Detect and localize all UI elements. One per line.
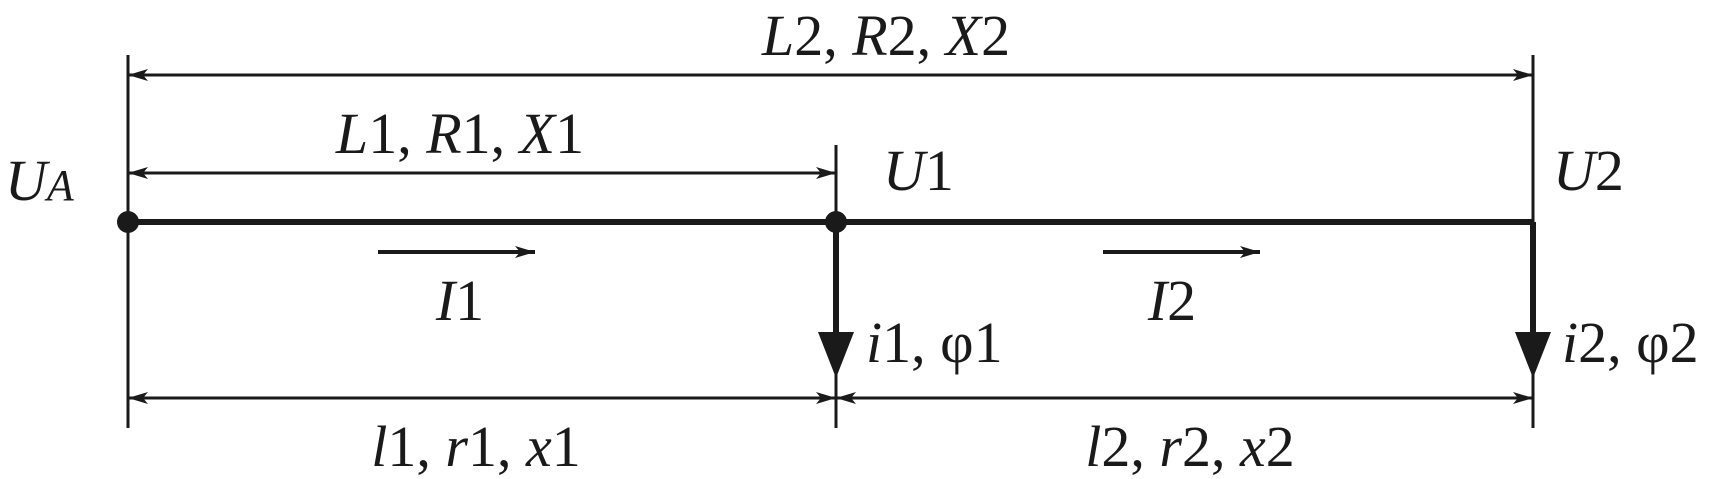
first-span-label: L1, R1, X1 <box>335 101 584 166</box>
node2-voltage-label: U2 <box>1553 138 1624 203</box>
source-node <box>117 211 139 233</box>
segment1-label: l1, r1, x1 <box>371 414 580 479</box>
node1-voltage-label: U1 <box>883 138 954 203</box>
load2-label: i2, φ2 <box>1562 310 1699 375</box>
current1-label: I1 <box>435 268 484 333</box>
load2-arrow-head <box>1515 332 1551 378</box>
load1-arrow-head <box>818 332 854 378</box>
load1-label: i1, φ1 <box>866 310 1003 375</box>
current2-label: I2 <box>1147 268 1196 333</box>
source-voltage-label: UA <box>5 148 75 213</box>
top-span-label: L2, R2, X2 <box>761 3 1010 68</box>
segment2-label: l2, r2, x2 <box>1085 414 1294 479</box>
